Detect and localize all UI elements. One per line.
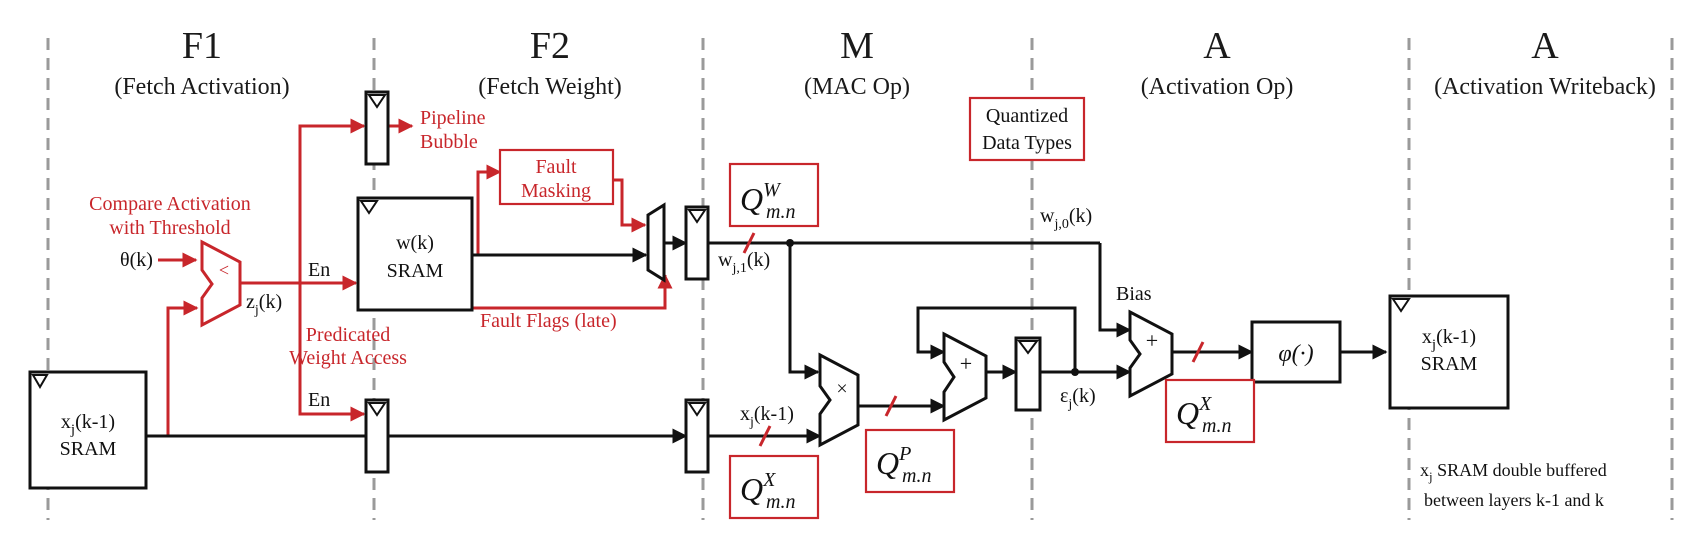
predicated-annotation-line1: Predicated <box>306 324 390 346</box>
accumulator-register <box>1014 336 1042 412</box>
quantizer-p: QP m.n <box>864 428 956 494</box>
quantizer-w-base: Q <box>740 181 763 217</box>
quantized-types-line1: Quantized <box>986 105 1068 127</box>
double-buffer-note-line1: x <box>1420 460 1429 480</box>
pipeline-bubble-line2: Bubble <box>420 131 478 153</box>
x-sram-input-label: x <box>61 411 71 433</box>
stage-f1-subtitle: (Fetch Activation) <box>114 74 289 100</box>
accumulator-adder: + <box>942 331 988 423</box>
svg-text:xj SRAM double buffered: xj SRAM double buffered <box>1420 460 1607 484</box>
red-annotations: Compare Activation with Threshold Pipeli… <box>89 107 616 369</box>
stage-m-title: M <box>840 25 874 67</box>
x-sram-output-label: x <box>1422 326 1432 348</box>
compare-unit: < <box>200 239 242 328</box>
stage-a2-title: A <box>1531 25 1559 67</box>
z-signal-label: z <box>246 291 255 313</box>
stage-a2-subtitle: (Activation Writeback) <box>1434 74 1656 100</box>
bias-add-operator: + <box>1146 328 1158 353</box>
weight-register-m <box>684 205 710 281</box>
svg-text:zj(k): zj(k) <box>246 291 282 318</box>
stage-m-subtitle: (MAC Op) <box>804 74 910 100</box>
svg-text:QX: QX <box>1176 393 1212 431</box>
quantizer-x-out-base: Q <box>1176 395 1199 431</box>
stage-f2-subtitle: (Fetch Weight) <box>478 74 622 100</box>
stage-f2-title: F2 <box>530 25 570 67</box>
svg-text:QX: QX <box>740 469 776 507</box>
epsilon-label: ε <box>1060 385 1068 407</box>
double-buffer-note-line2: between layers k-1 and k <box>1424 490 1604 510</box>
quantization-marks <box>742 232 1205 447</box>
bias-label: Bias <box>1116 283 1152 305</box>
x-sram-input: xj(k-1) SRAM <box>28 370 148 490</box>
quantizer-p-sub: m.n <box>902 465 931 487</box>
double-buffer-note: xj SRAM double buffered between layers k… <box>1420 460 1607 510</box>
stage-a1-title: A <box>1203 25 1231 67</box>
predicated-annotation-line2: Weight Access <box>289 347 407 369</box>
fault-masking-box: Fault Masking <box>498 148 615 206</box>
w-j1-label: w <box>718 249 733 271</box>
stage-headers: F1 (Fetch Activation) F2 (Fetch Weight) … <box>114 25 1656 100</box>
quantizer-x-out-sub: m.n <box>1202 415 1231 437</box>
activation-register-m <box>684 398 710 474</box>
quantizer-x-out: QX m.n <box>1164 378 1256 444</box>
stage-separators <box>46 38 1674 520</box>
x-sram-input-type: SRAM <box>60 438 117 460</box>
quantizer-w: QW m.n <box>728 162 820 228</box>
stage-a1-subtitle: (Activation Op) <box>1141 74 1294 100</box>
compare-annotation-line2: with Threshold <box>109 217 230 239</box>
quantizer-x-mac-base: Q <box>740 471 763 507</box>
fault-mux <box>646 202 666 283</box>
signal-labels: θ(k) En En zj(k) wj,1(k) wj,0(k) xj(k-1)… <box>120 205 1152 430</box>
enable-top-label: En <box>308 259 330 281</box>
compare-annotation-line1: Compare Activation <box>89 193 251 215</box>
control-wires <box>158 118 673 436</box>
multiply-operator: × <box>836 378 847 400</box>
activation-function-label: φ(·) <box>1278 341 1313 367</box>
x-sram-output: xj(k-1) SRAM <box>1388 294 1510 410</box>
stage-f1-title: F1 <box>182 25 222 67</box>
w-j0-label: w <box>1040 205 1055 227</box>
quantizer-x-mac-sub: m.n <box>766 491 795 513</box>
fault-flags-label: Fault Flags (late) <box>480 310 617 332</box>
svg-text:xj(k-1): xj(k-1) <box>740 403 794 430</box>
svg-text:xj(k-1): xj(k-1) <box>1422 326 1476 353</box>
svg-text:QP: QP <box>876 443 911 481</box>
svg-text:wj,1(k): wj,1(k) <box>718 249 770 276</box>
fault-masking-line2: Masking <box>521 180 591 202</box>
svg-text:QW: QW <box>740 179 782 217</box>
activation-function: φ(·) <box>1250 320 1342 384</box>
x-jk1-label: x <box>740 403 750 425</box>
quantizer-p-base: Q <box>876 445 899 481</box>
bias-adder: + <box>1128 309 1174 399</box>
fault-masking-line1: Fault <box>535 156 577 178</box>
pipeline-bubble-register <box>364 90 390 166</box>
theta-label: θ(k) <box>120 249 153 271</box>
svg-text:εj(k): εj(k) <box>1060 385 1096 412</box>
quantized-types-line2: Data Types <box>982 132 1072 154</box>
weight-sram-label: w(k) <box>396 232 434 254</box>
activation-register-f2 <box>364 398 390 474</box>
weight-sram-type: SRAM <box>387 260 444 282</box>
pipeline-bubble-line1: Pipeline <box>420 107 486 129</box>
multiplier-unit: × <box>818 352 860 448</box>
quantizer-x-mac: QX m.n <box>728 454 820 520</box>
x-sram-output-type: SRAM <box>1421 353 1478 375</box>
enable-bottom-label: En <box>308 389 330 411</box>
svg-text:wj,0(k): wj,0(k) <box>1040 205 1092 232</box>
quantized-types-box: Quantized Data Types <box>968 96 1086 162</box>
accumulate-operator: + <box>960 351 972 376</box>
svg-text:xj(k-1): xj(k-1) <box>61 411 115 438</box>
compare-operator: < <box>219 260 229 280</box>
quantizer-w-sub: m.n <box>766 201 795 223</box>
weight-sram: w(k) SRAM <box>356 196 474 312</box>
